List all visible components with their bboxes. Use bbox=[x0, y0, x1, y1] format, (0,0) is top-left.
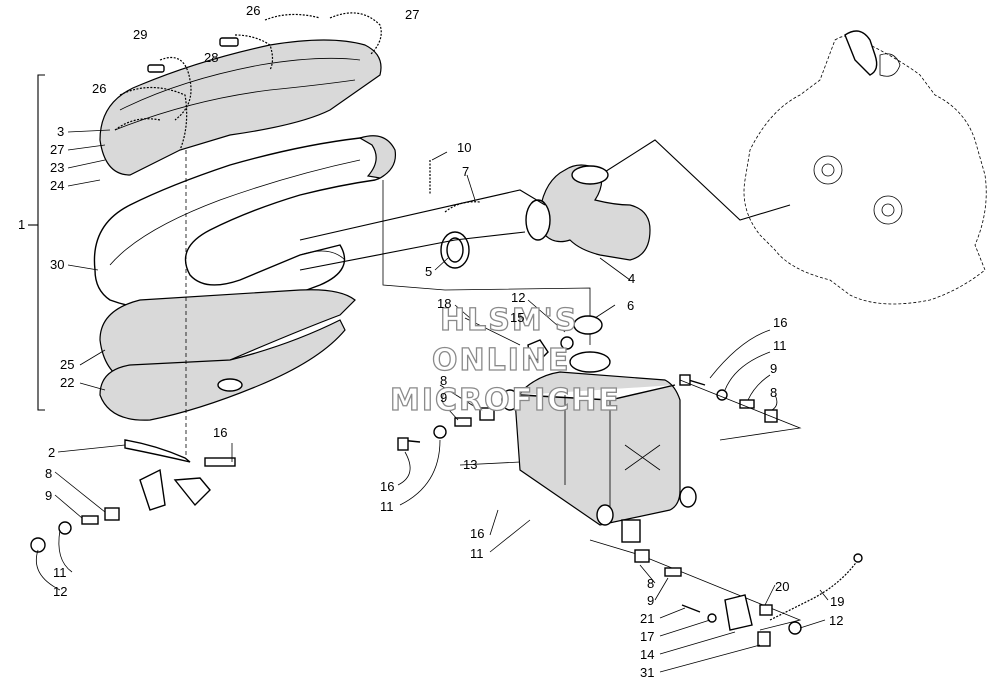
callout-5: 5 bbox=[425, 264, 432, 279]
callout-21: 21 bbox=[640, 611, 654, 626]
callout-7: 7 bbox=[462, 164, 469, 179]
callout-12: 12 bbox=[53, 584, 67, 599]
callout-23: 23 bbox=[50, 160, 64, 175]
lower-muffler-hardware bbox=[589, 539, 863, 647]
callout-31: 31 bbox=[640, 665, 654, 680]
callout-1: 1 bbox=[18, 217, 25, 232]
callout-8: 8 bbox=[770, 385, 777, 400]
callout-26: 26 bbox=[246, 3, 260, 18]
callout-27: 27 bbox=[50, 142, 64, 157]
spring-7 bbox=[444, 201, 481, 213]
middle-mount-hardware bbox=[397, 407, 495, 451]
callout-11: 11 bbox=[380, 499, 394, 514]
callout-6: 6 bbox=[627, 298, 634, 313]
callout-2: 2 bbox=[48, 445, 55, 460]
muffler bbox=[501, 351, 697, 543]
callout-16: 16 bbox=[380, 479, 394, 494]
callout-18: 18 bbox=[437, 296, 451, 311]
exhaust-manifold bbox=[525, 164, 651, 261]
callout-11: 11 bbox=[773, 338, 787, 353]
watermark-line-3: MICROFICHE bbox=[390, 383, 621, 418]
leader-pipe-manifold bbox=[299, 189, 546, 241]
callout-12: 12 bbox=[829, 613, 843, 628]
upper-heat-shield bbox=[99, 39, 382, 176]
callout-8: 8 bbox=[45, 466, 52, 481]
callout-14: 14 bbox=[640, 647, 654, 662]
callout-24: 24 bbox=[50, 178, 64, 193]
callout-leaders bbox=[35, 129, 829, 673]
callout-29: 29 bbox=[133, 27, 147, 42]
grommet bbox=[573, 315, 603, 335]
lower-left-hardware bbox=[30, 439, 236, 553]
engine-outline bbox=[743, 30, 987, 305]
watermark-line-1: HLSM'S bbox=[440, 303, 578, 338]
guide-line-center bbox=[382, 180, 591, 345]
callout-3: 3 bbox=[57, 124, 64, 139]
callout-13: 13 bbox=[463, 457, 477, 472]
callout-19: 19 bbox=[830, 594, 844, 609]
callout-9: 9 bbox=[770, 361, 777, 376]
right-mount-hardware bbox=[679, 374, 802, 441]
callout-28: 28 bbox=[204, 50, 218, 65]
gasket bbox=[440, 231, 470, 269]
callout-16: 16 bbox=[213, 425, 227, 440]
expansion-chamber bbox=[93, 135, 397, 312]
callout-10: 10 bbox=[457, 140, 471, 155]
callout-25: 25 bbox=[60, 357, 74, 372]
callout-16: 16 bbox=[470, 526, 484, 541]
bracket-group-line bbox=[37, 74, 45, 411]
callout-27: 27 bbox=[405, 7, 419, 22]
watermark: HLSM'S ONLINE MICROFICHE bbox=[389, 302, 621, 418]
callout-labels: 26 27 29 28 26 3 27 23 24 1 30 25 22 10 … bbox=[18, 3, 844, 680]
callout-11: 11 bbox=[470, 546, 484, 561]
leader-gasket-manifold bbox=[299, 231, 526, 271]
callout-22: 22 bbox=[60, 375, 74, 390]
callout-17: 17 bbox=[640, 629, 654, 644]
callout-16: 16 bbox=[773, 315, 787, 330]
callout-30: 30 bbox=[50, 257, 64, 272]
callout-15: 15 bbox=[510, 310, 524, 325]
callout-20: 20 bbox=[775, 579, 789, 594]
callout-8: 8 bbox=[440, 373, 447, 388]
top-mount-hardware bbox=[464, 317, 574, 361]
callout-4: 4 bbox=[628, 271, 635, 286]
callout-26: 26 bbox=[92, 81, 106, 96]
top-springs bbox=[114, 12, 382, 151]
callout-12: 12 bbox=[511, 290, 525, 305]
callout-8: 8 bbox=[647, 576, 654, 591]
callout-11: 11 bbox=[53, 565, 67, 580]
callout-9: 9 bbox=[440, 390, 447, 405]
callout-9: 9 bbox=[45, 488, 52, 503]
leader-engine-manifold bbox=[599, 139, 791, 221]
watermark-line-2: ONLINE bbox=[432, 343, 571, 378]
callout-9: 9 bbox=[647, 593, 654, 608]
lower-heat-shield bbox=[99, 289, 356, 421]
